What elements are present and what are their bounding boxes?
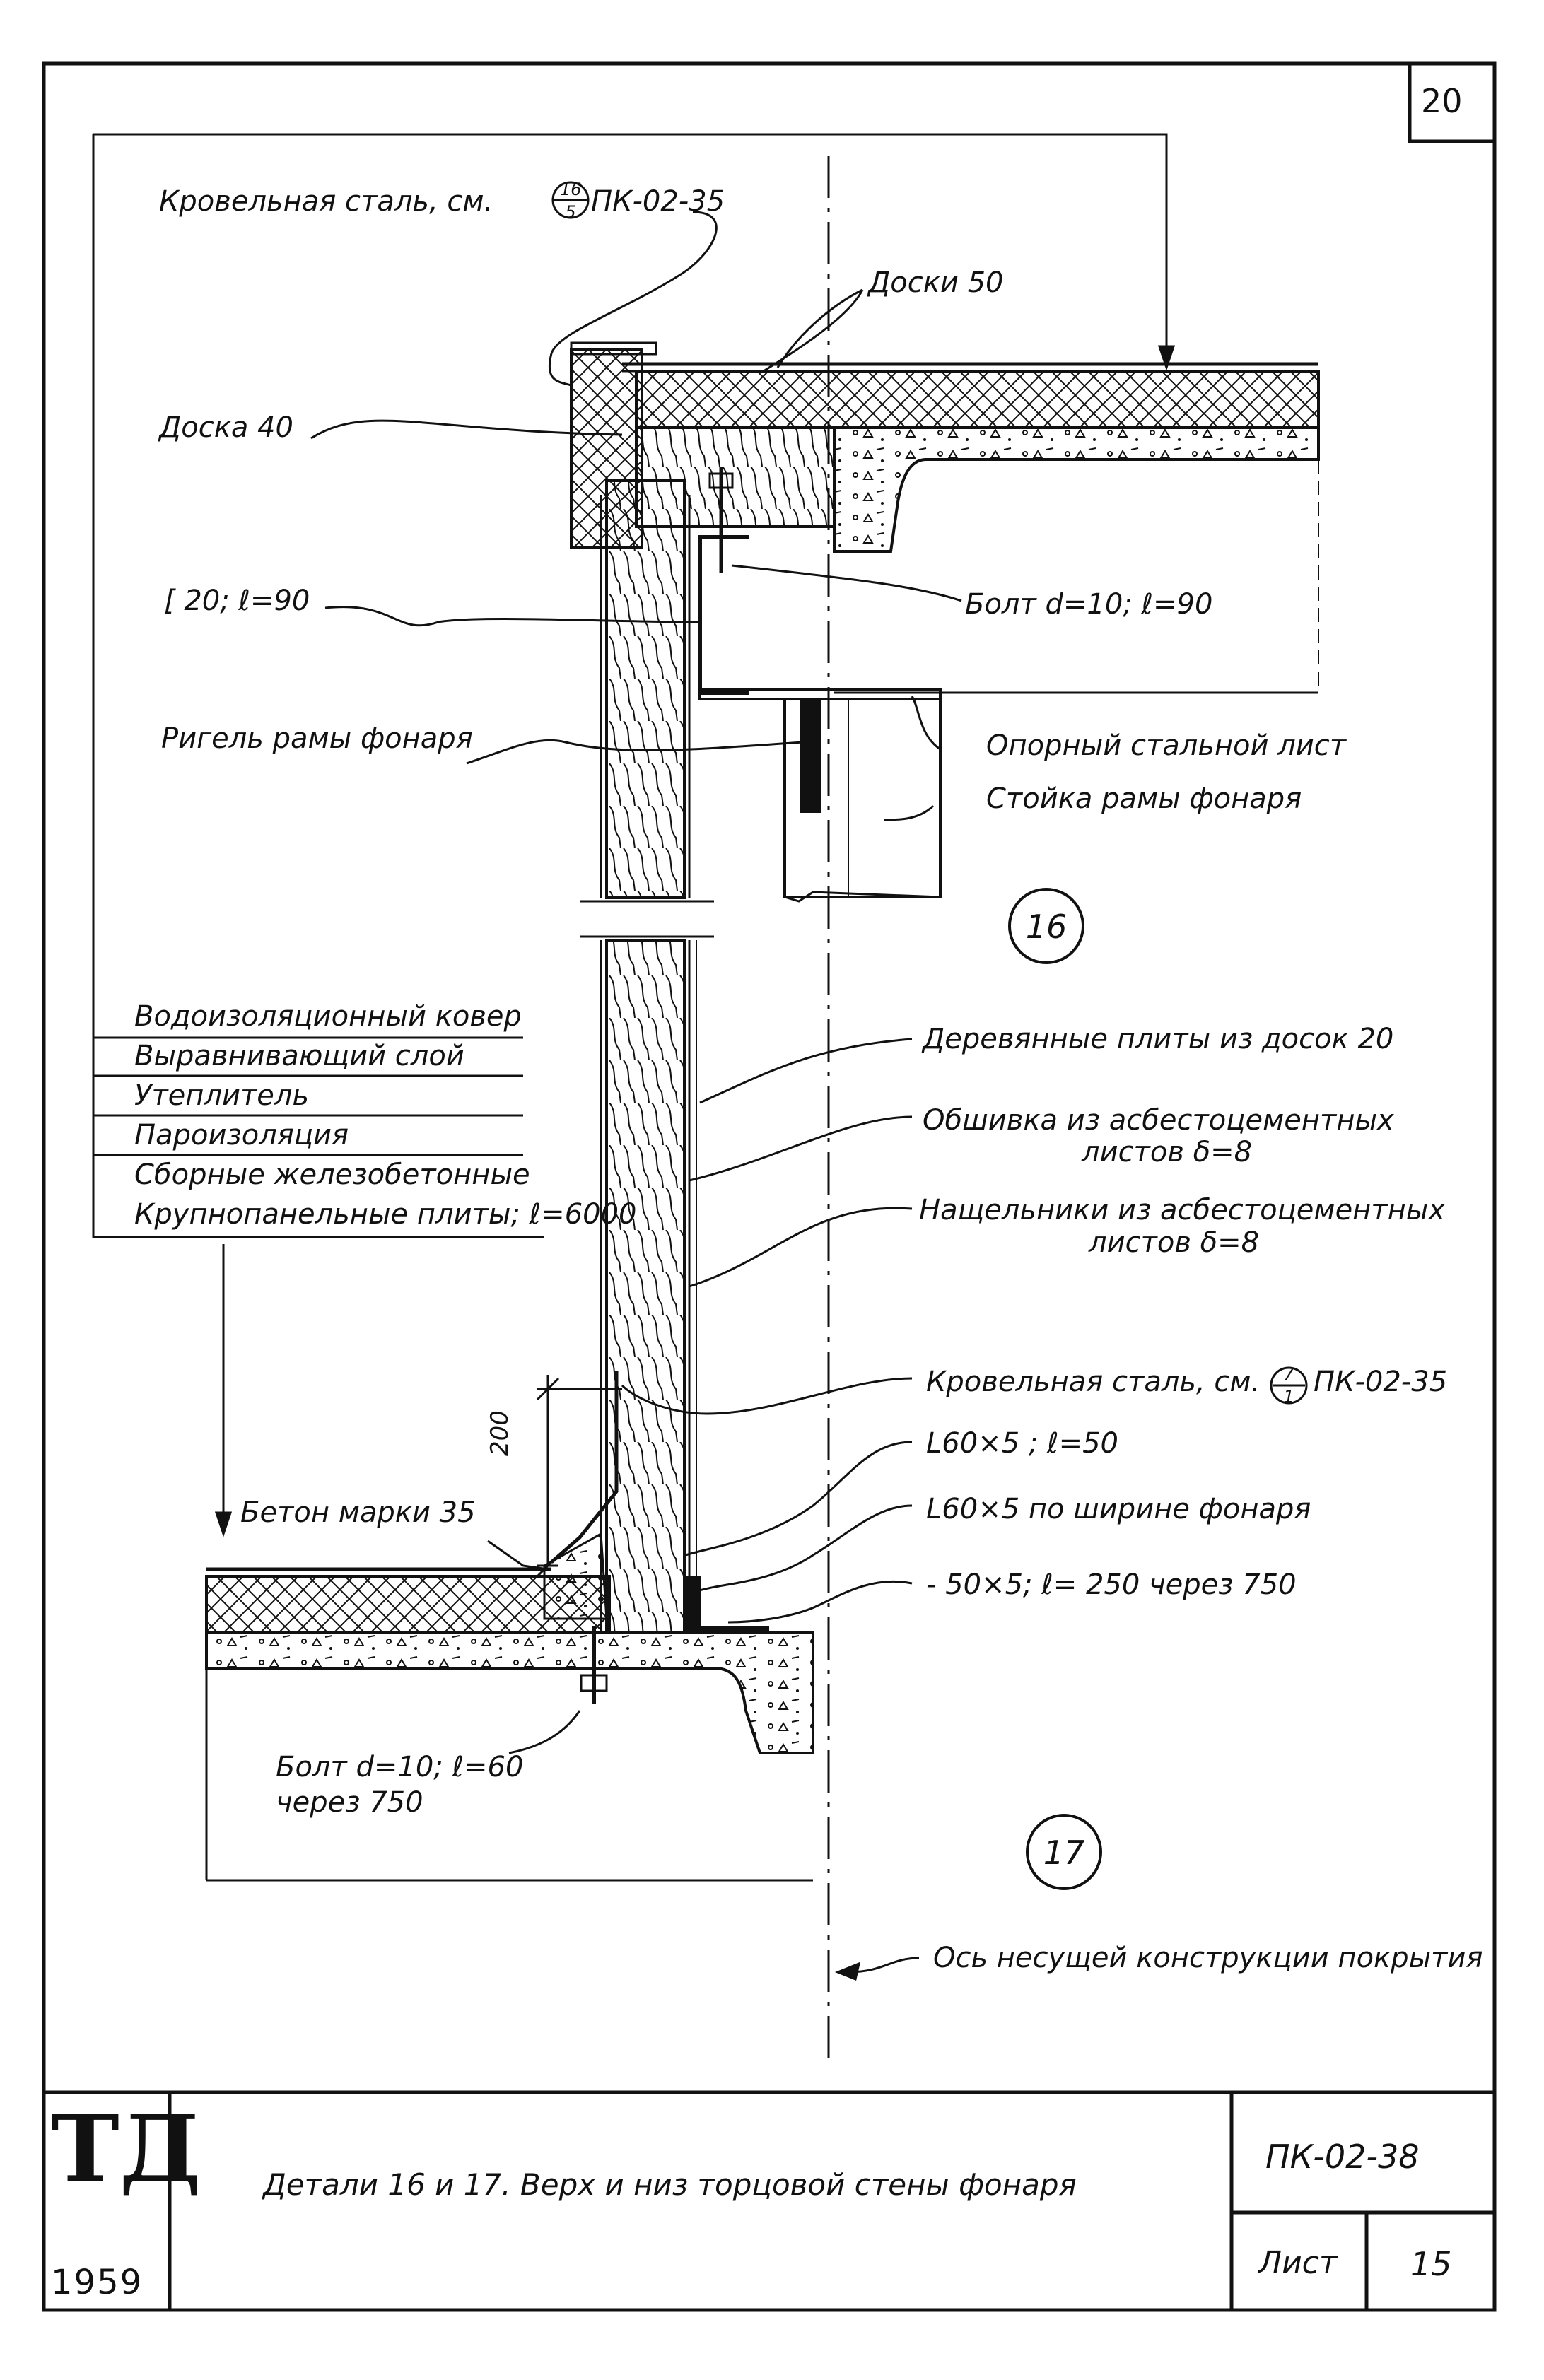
layer-3: Утеплитель xyxy=(134,1079,310,1112)
label-support-plate: Опорный стальной лист xyxy=(986,729,1347,762)
label-roof-steel-bottom: Кровельная сталь, см. xyxy=(926,1366,1261,1398)
label-frame-girder: Ригель рамы фонаря xyxy=(161,722,473,755)
label-axis: Ось несущей конструкции покрытия xyxy=(933,1942,1483,1974)
label-angle-short: L60×5 ; ℓ=50 xyxy=(926,1427,1118,1460)
dimension-200: 200 xyxy=(486,1410,514,1456)
sheet-number: 20 xyxy=(1421,82,1463,120)
ref-bottom-doc: ПК-02-35 xyxy=(1314,1366,1448,1398)
ref-top-den: 5 xyxy=(565,202,576,222)
label-bolt-bottom-1: Болт d=10; ℓ=60 xyxy=(276,1751,524,1783)
detail-17-geometry xyxy=(205,1371,814,1882)
label-cladding-2: листов δ=8 xyxy=(1082,1136,1253,1168)
detail-17-marker: 17 xyxy=(1043,1834,1085,1872)
detail-16-marker-circle xyxy=(1008,888,1084,964)
layer-table-lines xyxy=(93,1036,523,1156)
leader-frame-lines xyxy=(92,133,1176,1537)
ref-bottom-num: 7 xyxy=(1283,1364,1294,1384)
sheet-frame xyxy=(42,61,1497,2312)
publisher-logo: ТД xyxy=(51,2094,201,2203)
label-bolt-top: Болт d=10; ℓ=90 xyxy=(965,588,1213,621)
ref-bottom-den: 1 xyxy=(1283,1387,1294,1407)
drawing-code: ПК-02-38 xyxy=(1265,2138,1420,2176)
detail-16-marker: 16 xyxy=(1025,908,1068,946)
label-channel: [ 20; ℓ=90 xyxy=(164,585,310,617)
reference-symbols xyxy=(551,181,1308,1405)
label-bolt-bottom-2: через 750 xyxy=(276,1786,423,1819)
detail-17-marker-circle xyxy=(1026,1814,1102,1890)
label-cladding-1: Обшивка из асбестоцементных xyxy=(923,1104,1394,1137)
drawing-title: Детали 16 и 17. Верх и низ торцовой стен… xyxy=(263,2167,1077,2202)
wall-middle-geometry xyxy=(600,939,697,1634)
label-frame-post: Стойка рамы фонаря xyxy=(986,782,1302,815)
detail-16-geometry xyxy=(570,341,1320,938)
label-roof-steel-top: Кровельная сталь, см. xyxy=(159,185,493,218)
layer-6: Крупнопанельные плиты; ℓ=6000 xyxy=(134,1198,637,1231)
label-strip: - 50×5; ℓ= 250 через 750 xyxy=(926,1569,1297,1601)
label-wood-panels: Деревянные плиты из досок 20 xyxy=(923,1023,1394,1055)
layer-2: Выравнивающий слой xyxy=(134,1040,464,1072)
label-boards-50: Доски 50 xyxy=(868,266,1004,299)
publisher-year: 1959 xyxy=(51,2263,144,2302)
label-battens-1: Нащельники из асбестоцементных xyxy=(919,1194,1446,1226)
label-battens-2: листов δ=8 xyxy=(1089,1226,1260,1259)
leader-lines xyxy=(310,211,962,1981)
sheet-no: 15 xyxy=(1410,2245,1452,2283)
label-concrete: Бетон марки 35 xyxy=(240,1496,476,1529)
sheet-label: Лист xyxy=(1258,2245,1338,2281)
layer-4: Пароизоляция xyxy=(134,1119,349,1151)
layer-1: Водоизоляционный ковер xyxy=(134,1000,522,1033)
label-angle-long: L60×5 по ширине фонаря xyxy=(926,1493,1311,1525)
ref-top-doc: ПК-02-35 xyxy=(591,185,725,218)
ref-top-num: 16 xyxy=(560,180,582,199)
label-board-40: Доска 40 xyxy=(159,411,293,444)
layer-5: Сборные железобетонные xyxy=(134,1159,530,1191)
